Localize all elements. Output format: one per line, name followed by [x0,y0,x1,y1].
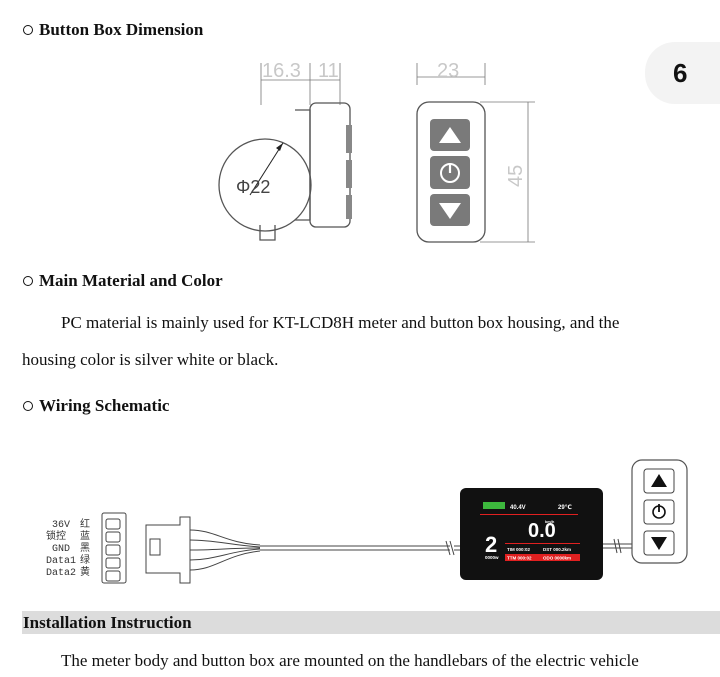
lcd-dst: DST 000.2km [543,547,571,552]
heading-text: Main Material and Color [39,271,223,290]
wire-label-5: Data2 [46,568,76,579]
dim-width-b: 11 [318,60,339,82]
wire-color-2: 蓝 [80,530,90,543]
button-box-small [631,459,688,564]
circle-bullet-icon [23,276,33,286]
wire-color-3: 黑 [80,542,90,555]
wire-label-3: GND [52,544,70,555]
dim-width-a: 16.3 [262,60,301,82]
lcd-tim: TIM 000:02 [507,547,531,552]
page-number: 6 [673,57,688,88]
lcd-voltage: 40.4V [510,505,526,511]
material-paragraph-line-1: PC material is mainly used for KT-LCD8H … [61,313,620,332]
wire-color-5: 黄 [80,565,90,579]
wiring-schematic-drawing: 36V 红 锁控 蓝 GND 黑 Data1 绿 Data2 黄 40.4V 2… [46,459,688,584]
lcd-ttm: TTM 000:02 [507,556,532,561]
section-heading-button-box: Button Box Dimension [23,20,203,40]
lcd-temperature: 29℃ [558,504,572,511]
material-paragraph-line-2: housing color is silver white or black. [22,350,279,369]
installation-heading-bar [22,611,720,634]
lcd-speed-unit: km/h [545,519,555,524]
page-number-badge: 6 [645,42,720,104]
installation-paragraph-line-1: The meter body and button box are mounte… [61,651,639,670]
installation-heading: Installation Instruction [23,613,192,632]
circle-bullet-icon [23,25,33,35]
wire-color-1: 红 [80,517,90,531]
heading-text: Button Box Dimension [39,20,204,39]
side-view [218,63,352,241]
lcd-power: 0000w [485,555,499,560]
front-view [416,63,535,243]
lcd-display: 40.4V 29℃ km/h 2 0.0 TIM 000:02 DST 000.… [460,488,603,580]
circle-bullet-icon [23,401,33,411]
connector-plug [101,512,460,584]
wire-label-4: Data1 [46,556,76,567]
lcd-speed: 0.0 [528,520,556,542]
wire-label-1: 36V [52,520,70,531]
dim-box-width: 23 [437,60,459,82]
lcd-gear: 2 [485,532,497,557]
section-heading-material: Main Material and Color [23,271,223,291]
wire-label-2: 锁控 [46,529,66,543]
heading-text: Wiring Schematic [39,396,170,415]
wire-color-4: 绿 [80,553,90,567]
button-box-dimension-drawing: 16.3 11 Φ22 23 45 [218,60,535,243]
button-box-cable [603,538,632,554]
lcd-odo: ODO 0000km [543,556,571,561]
dim-box-height: 45 [505,165,527,187]
dim-diameter: Φ22 [236,177,270,197]
section-heading-wiring: Wiring Schematic [23,396,169,416]
